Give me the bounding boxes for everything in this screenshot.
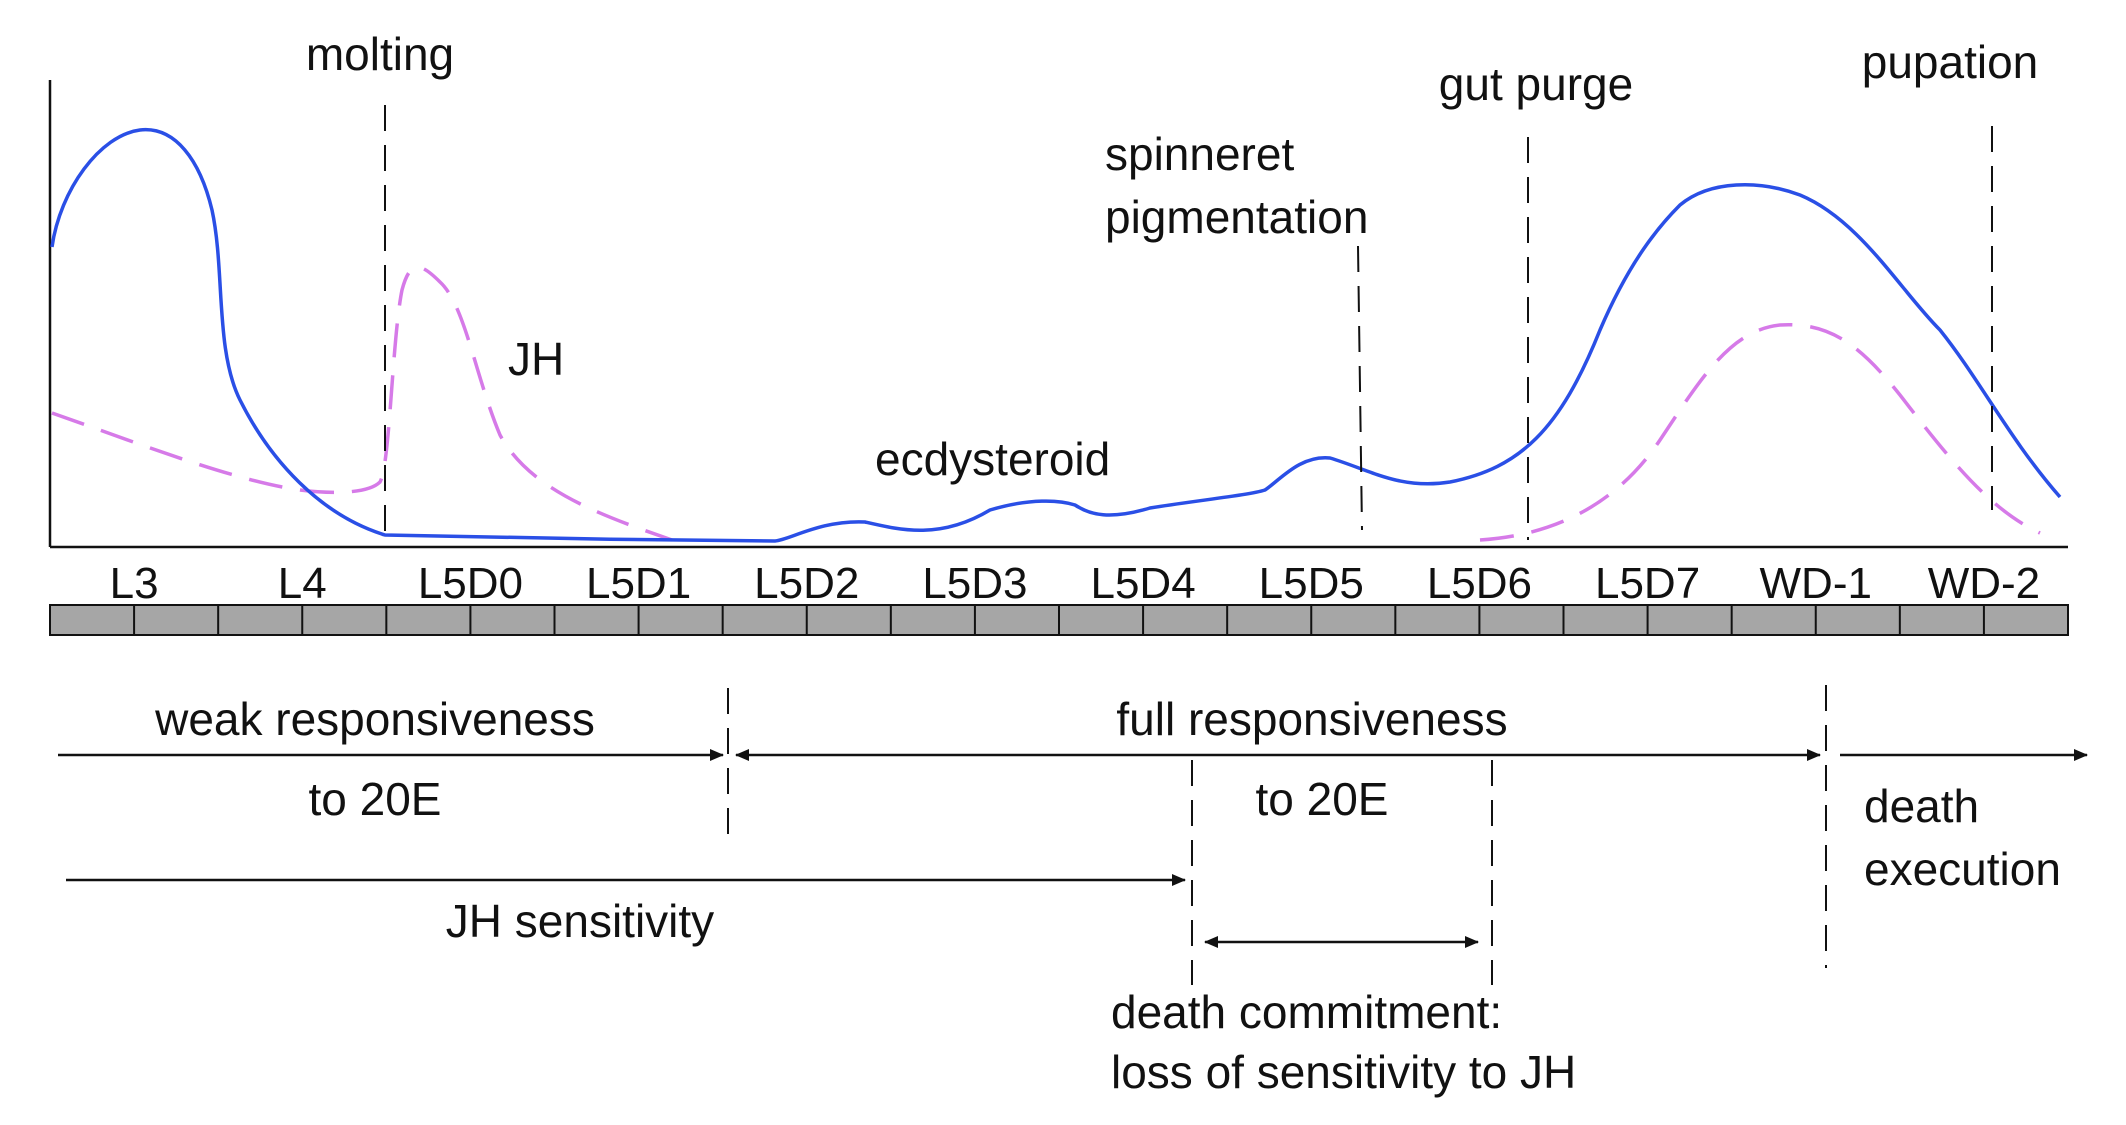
- stage-label-l5d7: L5D7: [1595, 559, 1700, 608]
- stage-label-wd-2: WD-2: [1928, 559, 2040, 608]
- full-responsiveness-label-2: to 20E: [1256, 773, 1389, 825]
- timeline-bar-ticks: [133, 605, 1985, 635]
- stage-label-l5d6: L5D6: [1427, 559, 1532, 608]
- pupation-label: pupation: [1862, 36, 2039, 88]
- death-commitment-label: death commitment:: [1111, 986, 1502, 1038]
- death-execution-label-2: execution: [1864, 843, 2061, 895]
- stage-label-wd-1: WD-1: [1760, 559, 1872, 608]
- full-responsiveness-label: full responsiveness: [1116, 693, 1507, 745]
- weak-responsiveness-label: weak responsiveness: [154, 693, 595, 745]
- stage-label-l5d2: L5D2: [754, 559, 859, 608]
- gut-purge-label: gut purge: [1439, 58, 1633, 110]
- stage-label-l5d4: L5D4: [1090, 559, 1195, 608]
- stage-label-l5d5: L5D5: [1259, 559, 1364, 608]
- spinneret-marker-line: [1357, 245, 1363, 531]
- jh-titer-curve-late: [1479, 323, 2041, 542]
- weak-responsiveness-label-2: to 20E: [309, 773, 442, 825]
- molting-label: molting: [306, 28, 454, 80]
- stage-label-l3: L3: [110, 559, 159, 608]
- stage-label-l5d3: L5D3: [922, 559, 1027, 608]
- death-commitment-label-2: loss of sensitivity to JH: [1111, 1046, 1576, 1098]
- ecdysteroid-curve-label: ecdysteroid: [875, 433, 1110, 485]
- ecdysteroid-titer-curve: [50, 128, 2062, 543]
- stage-label-l5d0: L5D0: [418, 559, 523, 608]
- stage-label-l5d1: L5D1: [586, 559, 691, 608]
- jh-curve-label: JH: [508, 333, 564, 385]
- stage-labels: L3 L4 L5D0 L5D1 L5D2 L5D3 L5D4 L5D5 L5D6 L5D7 WD-1…: [110, 559, 2041, 608]
- death-execution-label: death: [1864, 780, 1979, 832]
- jh-titer-curve: [51, 265, 673, 542]
- spinneret-label-line1: spinneret: [1105, 128, 1294, 180]
- jh-sensitivity-label: JH sensitivity: [446, 895, 714, 947]
- spinneret-label-line2: pigmentation: [1105, 191, 1368, 243]
- stage-label-l4: L4: [278, 559, 327, 608]
